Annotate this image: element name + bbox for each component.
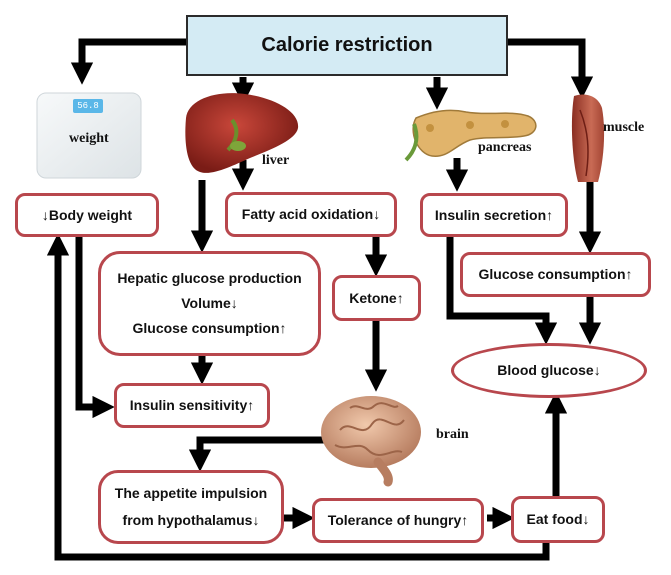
muscle-label: muscle	[603, 120, 645, 135]
appetite-line-1: The appetite impulsion	[114, 485, 268, 502]
hepatic-line-1: Hepatic glucose production	[117, 270, 302, 287]
fatty-acid-oxidation-box: Fatty acid oxidation↓	[225, 192, 397, 237]
appetite-line-2: from hypothalamus↓	[122, 512, 260, 528]
connector-arrows	[46, 38, 602, 561]
hepatic-glucose-box: Hepatic glucose production Volume↓ Gluco…	[98, 251, 321, 356]
insulin-sensitivity-box: Insulin sensitivity↑	[114, 383, 270, 428]
pancreas-icon	[404, 109, 537, 162]
hepatic-line-2: Volume↓	[181, 295, 238, 312]
arrow-brain-appetite	[188, 436, 325, 472]
insulin-secretion-box: Insulin secretion↑	[420, 193, 568, 237]
brain-icon	[321, 396, 421, 487]
tolerance-of-hungry-box: Tolerance of hungry↑	[312, 498, 484, 543]
pancreas-label: pancreas	[478, 140, 532, 155]
liver-label: liver	[262, 153, 290, 168]
glucose-consumption-box: Glucose consumption↑	[460, 252, 651, 297]
liver-icon	[185, 93, 299, 173]
arrow-loop-weight	[46, 233, 550, 561]
eat-food-box: Eat food↓	[511, 496, 605, 543]
scale-display: 56.8	[77, 101, 99, 111]
hepatic-line-3: Glucose consumption↑	[132, 319, 287, 336]
arrow-cr-muscle	[508, 38, 594, 99]
arrow-insulin-blood	[446, 236, 558, 345]
ketone-box: Ketone↑	[332, 275, 421, 321]
appetite-impulsion-box: The appetite impulsion from hypothalamus…	[98, 470, 284, 544]
scale-icon	[36, 92, 142, 179]
brain-label: brain	[436, 427, 469, 442]
weight-label: weight	[69, 131, 109, 146]
calorie-restriction-title: Calorie restriction	[186, 15, 508, 76]
body-weight-box: ↓Body weight	[15, 193, 159, 237]
blood-glucose-oval: Blood glucose↓	[451, 343, 647, 398]
arrow-cr-weight	[70, 38, 186, 85]
muscle-icon	[571, 94, 605, 182]
arrow-weight-sensitivity	[75, 236, 115, 419]
